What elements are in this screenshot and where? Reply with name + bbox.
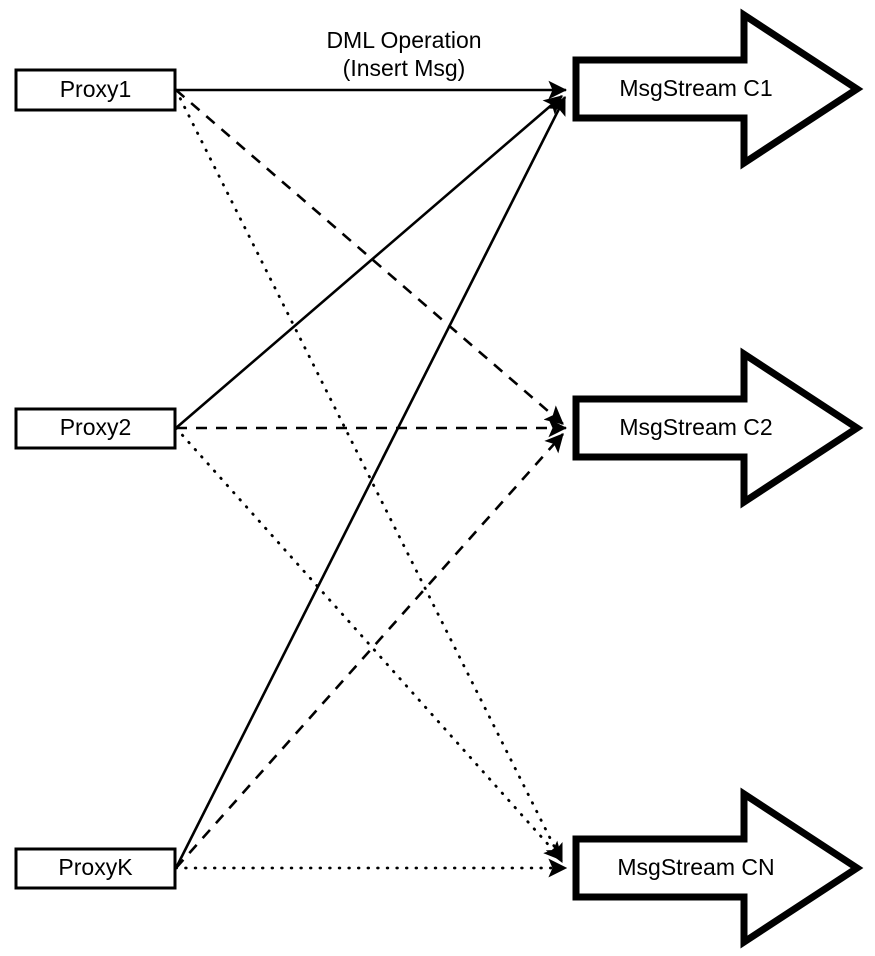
proxy2-box[interactable] (14, 407, 177, 450)
edge-proxy1-to-c2 (175, 89, 564, 425)
edge-proxyk-to-c2 (175, 433, 564, 869)
edge-proxy2-to-cn (174, 426, 564, 862)
proxy1-box[interactable] (14, 68, 177, 112)
proxy2-label: Proxy2 (60, 414, 132, 440)
proxy1-label: Proxy1 (60, 76, 132, 102)
msgstream-cn-label: MsgStream CN (617, 854, 774, 880)
msgstream-c2-label: MsgStream C2 (619, 414, 772, 440)
edge-proxyk-to-c1 (174, 95, 567, 869)
stream-node-c1[interactable]: MsgStream C1 (572, 8, 864, 170)
proxy-node-proxy2[interactable]: Proxy2 (14, 407, 177, 450)
dml-annotation-line1: DML Operation (326, 27, 481, 53)
proxy-node-proxy1[interactable]: Proxy1 (14, 68, 177, 112)
proxy-node-proxyk[interactable]: ProxyK (14, 847, 177, 890)
edge-proxy1-to-cn (174, 88, 564, 864)
proxyk-box[interactable] (14, 847, 177, 890)
msgstream-c1-label: MsgStream C1 (619, 75, 772, 101)
stream-node-c2[interactable]: MsgStream C2 (572, 347, 864, 509)
edge-group-proxyk (174, 95, 568, 878)
msgstream-cn-arrow-shape[interactable] (572, 787, 864, 949)
edge-proxy2-to-c1 (175, 95, 563, 429)
edge-group-proxy2 (174, 95, 568, 862)
proxyk-label: ProxyK (58, 854, 133, 880)
stream-node-cn[interactable]: MsgStream CN (572, 787, 864, 949)
dml-operation-annotation: DML Operation (Insert Msg) (326, 27, 481, 81)
edge-group-proxy1 (174, 80, 568, 864)
msgstream-c2-arrow-shape[interactable] (572, 347, 864, 509)
msgstream-c1-arrow-shape[interactable] (572, 8, 864, 170)
dml-annotation-line2: (Insert Msg) (343, 55, 466, 81)
